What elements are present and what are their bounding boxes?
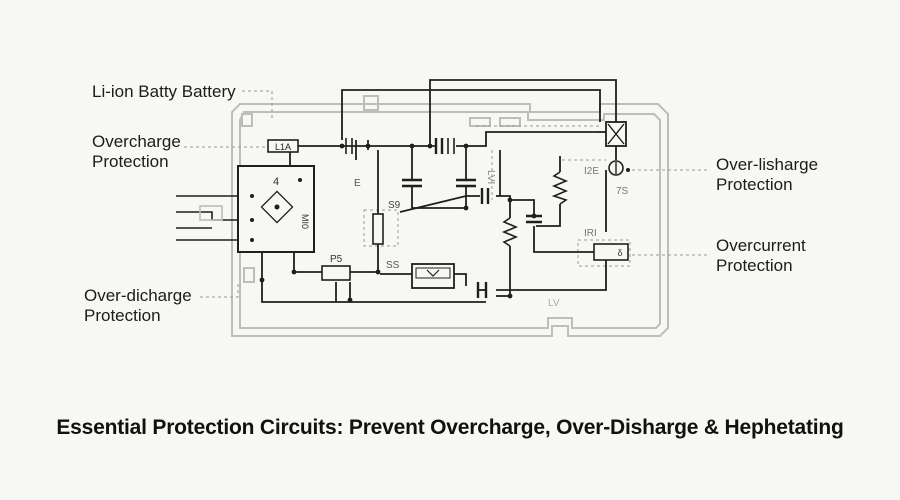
callout-battery-text: Li-ion Batty Battery: [92, 82, 236, 101]
callout-overcurrent-line2: Protection: [716, 256, 793, 275]
wiring: [261, 79, 622, 303]
callout-over-discharge-left-line2: Protection: [84, 306, 161, 325]
p5-component: P5: [321, 254, 351, 281]
s9-label: S9: [388, 200, 401, 211]
label-7s: 7S: [616, 186, 629, 197]
junction-dots: [259, 143, 537, 303]
label-lv: LV: [548, 298, 560, 309]
overcurrent-element-glyph: δ: [617, 248, 622, 258]
callout-over-discharge-left: Over-dicharge Protection: [84, 286, 192, 326]
label-e: E: [354, 178, 361, 189]
component-labels: E LVI I2E 7S IRI SS LV: [354, 166, 629, 309]
callout-over-discharge-right-line2: Protection: [716, 175, 793, 194]
callout-over-discharge-right-line1: Over-lisharge: [716, 155, 819, 174]
callout-battery: Li-ion Batty Battery: [92, 82, 236, 102]
main-ic-side-label: MI0: [300, 214, 310, 229]
leader-lines: [184, 90, 710, 298]
p5-label: P5: [330, 254, 343, 265]
top-ic: L1A: [267, 139, 299, 153]
main-ic-pin-label: 4: [273, 176, 279, 188]
callout-overcharge-line2: Protection: [92, 152, 169, 171]
overcurrent-element: δ: [593, 243, 629, 261]
label-iri: IRI: [584, 228, 597, 239]
label-lvl: LVI: [485, 170, 496, 184]
callout-over-discharge-left-line1: Over-dicharge: [84, 286, 192, 305]
callout-over-discharge-right: Over-lisharge Protection: [716, 155, 818, 195]
callout-overcurrent-line1: Overcurrent: [716, 236, 806, 255]
top-ic-label: L1A: [275, 142, 291, 152]
v-box: [411, 263, 455, 289]
callout-overcharge-line1: Overcharge: [92, 132, 181, 151]
resistors: [501, 171, 569, 247]
s9-component: S9: [372, 200, 401, 245]
diagram-caption: Essential Protection Circuits: Prevent O…: [56, 416, 844, 439]
label-ss: SS: [386, 260, 400, 271]
left-connector: [176, 195, 240, 241]
label-i2e: I2E: [584, 166, 599, 177]
callout-overcharge: Overcharge Protection: [92, 132, 181, 172]
callout-overcurrent: Overcurrent Protection: [716, 236, 806, 276]
fuse-switch: [605, 121, 630, 176]
main-ic: 4 MI0: [237, 165, 315, 253]
pcb-outline: [231, 95, 669, 337]
